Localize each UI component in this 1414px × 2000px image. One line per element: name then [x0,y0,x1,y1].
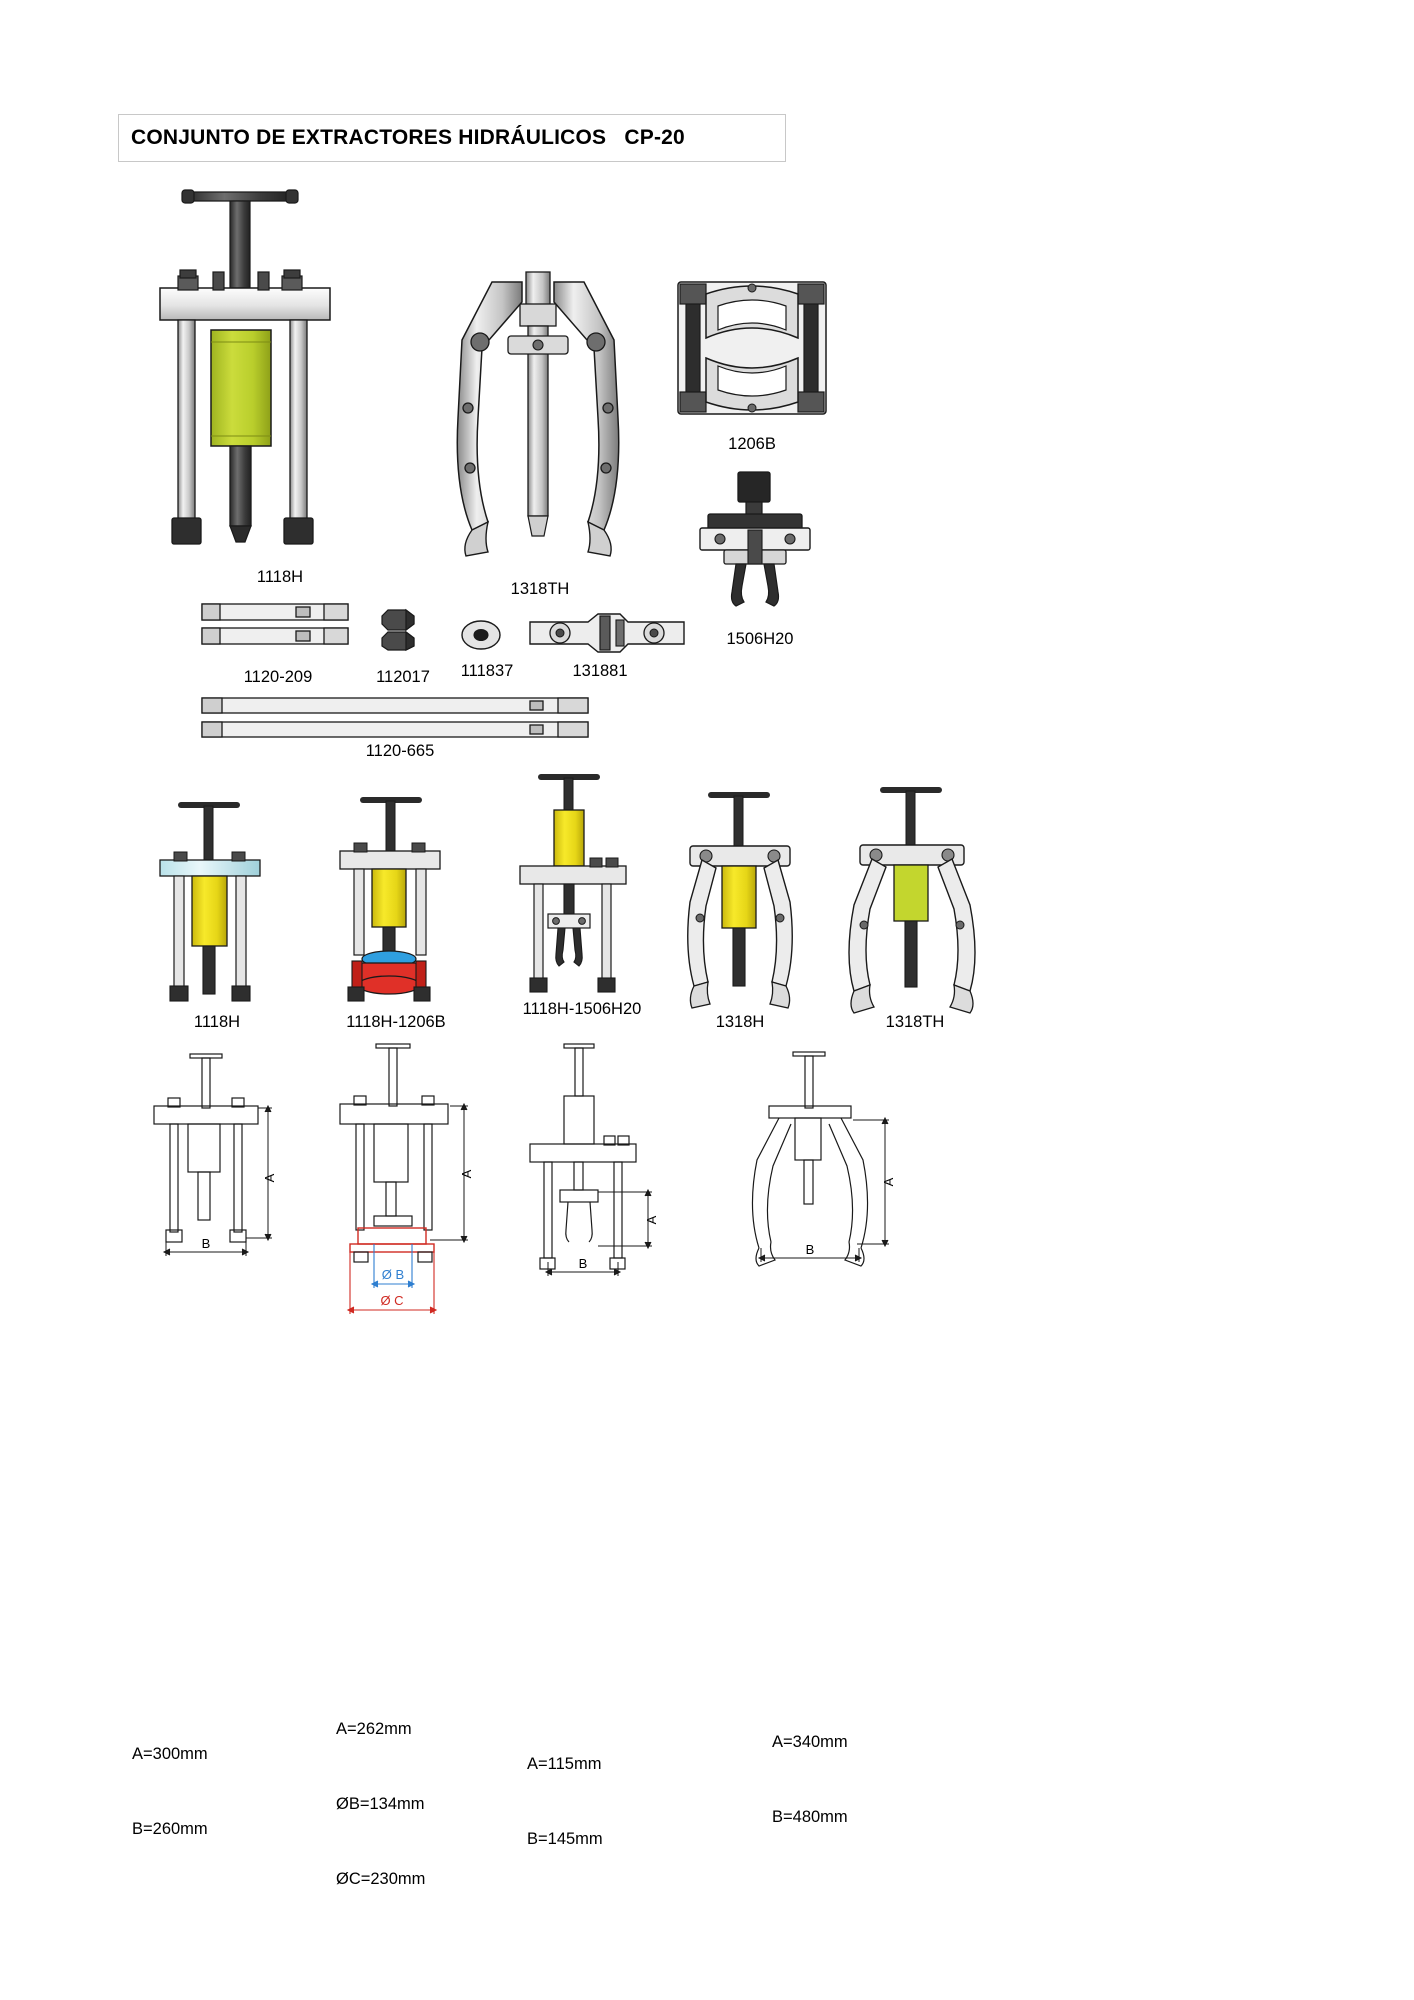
page-title: CONJUNTO DE EXTRACTORES HIDRÁULICOS CP-2… [131,126,685,149]
assembly-1318th [840,785,990,1015]
assembly-1118h [152,800,282,1015]
caption-111837: 111837 [460,662,514,680]
page-title-box: CONJUNTO DE EXTRACTORES HIDRÁULICOS CP-2… [118,114,786,162]
caption-1318th: 1318TH [510,580,570,598]
dim-callout-b: B [579,1256,588,1271]
dim-callout-diameter-c: Ø C [380,1293,403,1308]
caption-assembly-1118h-1506h20: 1118H-1506H20 [522,1000,642,1018]
dimension-drawing-1318th: A B [735,1048,915,1273]
caption-131881: 131881 [572,662,628,680]
dim-callout-b: B [806,1242,815,1257]
figure-131881 [528,612,686,654]
dim-callout-a: A [262,1173,277,1182]
dim-callout-a: A [459,1169,474,1178]
assembly-1318h [672,790,812,1015]
specs-1118h-1206b: A=262mm ØB=134mm ØC=230mm [336,1720,426,1888]
caption-assembly-1318h: 1318H [715,1013,765,1031]
figure-1506h20 [694,470,816,610]
caption-assembly-1118h-1206b: 1118H-1206B [346,1013,446,1031]
figure-1206b [672,272,832,424]
dim-callout-a: A [644,1215,659,1224]
caption-1120-665: 1120-665 [365,742,435,760]
dim-callout-b: B [202,1236,211,1251]
assembly-1118h-1206b [330,795,460,1015]
caption-112017: 112017 [376,668,430,686]
caption-1206b: 1206B [728,435,776,453]
figure-1120-665 [200,694,590,746]
figure-1118h [150,180,410,580]
caption-1506h20: 1506H20 [726,630,794,648]
figure-111837 [460,618,502,652]
assembly-1118h-1506h20 [510,772,640,1012]
figure-1318th [432,268,644,568]
figure-112017 [380,606,424,652]
dimension-drawing-1118h: A B [140,1050,300,1265]
dim-callout-a: A [881,1177,896,1186]
dimension-drawing-1118h-1506h20: A B [520,1040,680,1285]
figure-1120-209 [200,600,350,652]
caption-assembly-1318th: 1318TH [885,1013,945,1031]
specs-1118h: A=300mm B=260mm [132,1745,208,1838]
specs-1318th: A=340mm B=480mm [772,1733,848,1826]
dim-callout-diameter-b: Ø B [382,1267,404,1282]
caption-1120-209: 1120-209 [243,668,313,686]
dimension-drawing-1118h-1206b: A Ø B Ø C [330,1040,510,1320]
caption-1118h: 1118H [256,568,304,586]
specs-1118h-1506h20: A=115mm B=145mm [527,1755,603,1848]
caption-assembly-1118h: 1118H [193,1013,241,1031]
